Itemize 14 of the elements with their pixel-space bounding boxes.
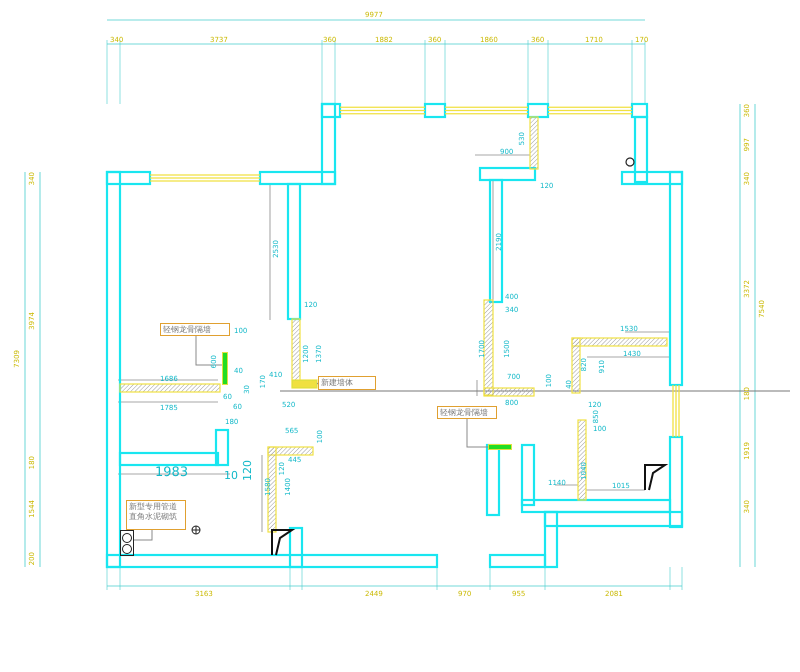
dimension-label: 10 <box>224 470 238 482</box>
dimension-label: 120 <box>242 460 254 481</box>
callout-label: 新建墙体 <box>318 376 376 390</box>
leader-line <box>466 418 488 448</box>
dimension-label: 1983 <box>155 466 188 480</box>
leader-line <box>196 336 222 366</box>
pipe-drawing <box>120 530 134 556</box>
wall-segment <box>292 380 317 388</box>
leader-line <box>134 530 152 540</box>
callout-label: 新型专用管道直角水泥砌筑 <box>126 500 186 530</box>
wall-segment <box>222 352 228 385</box>
callout-label: 轻钢龙骨隔墙 <box>437 406 497 419</box>
callout-label: 轻钢龙骨隔墙 <box>160 323 230 336</box>
wall-segment <box>488 444 512 450</box>
